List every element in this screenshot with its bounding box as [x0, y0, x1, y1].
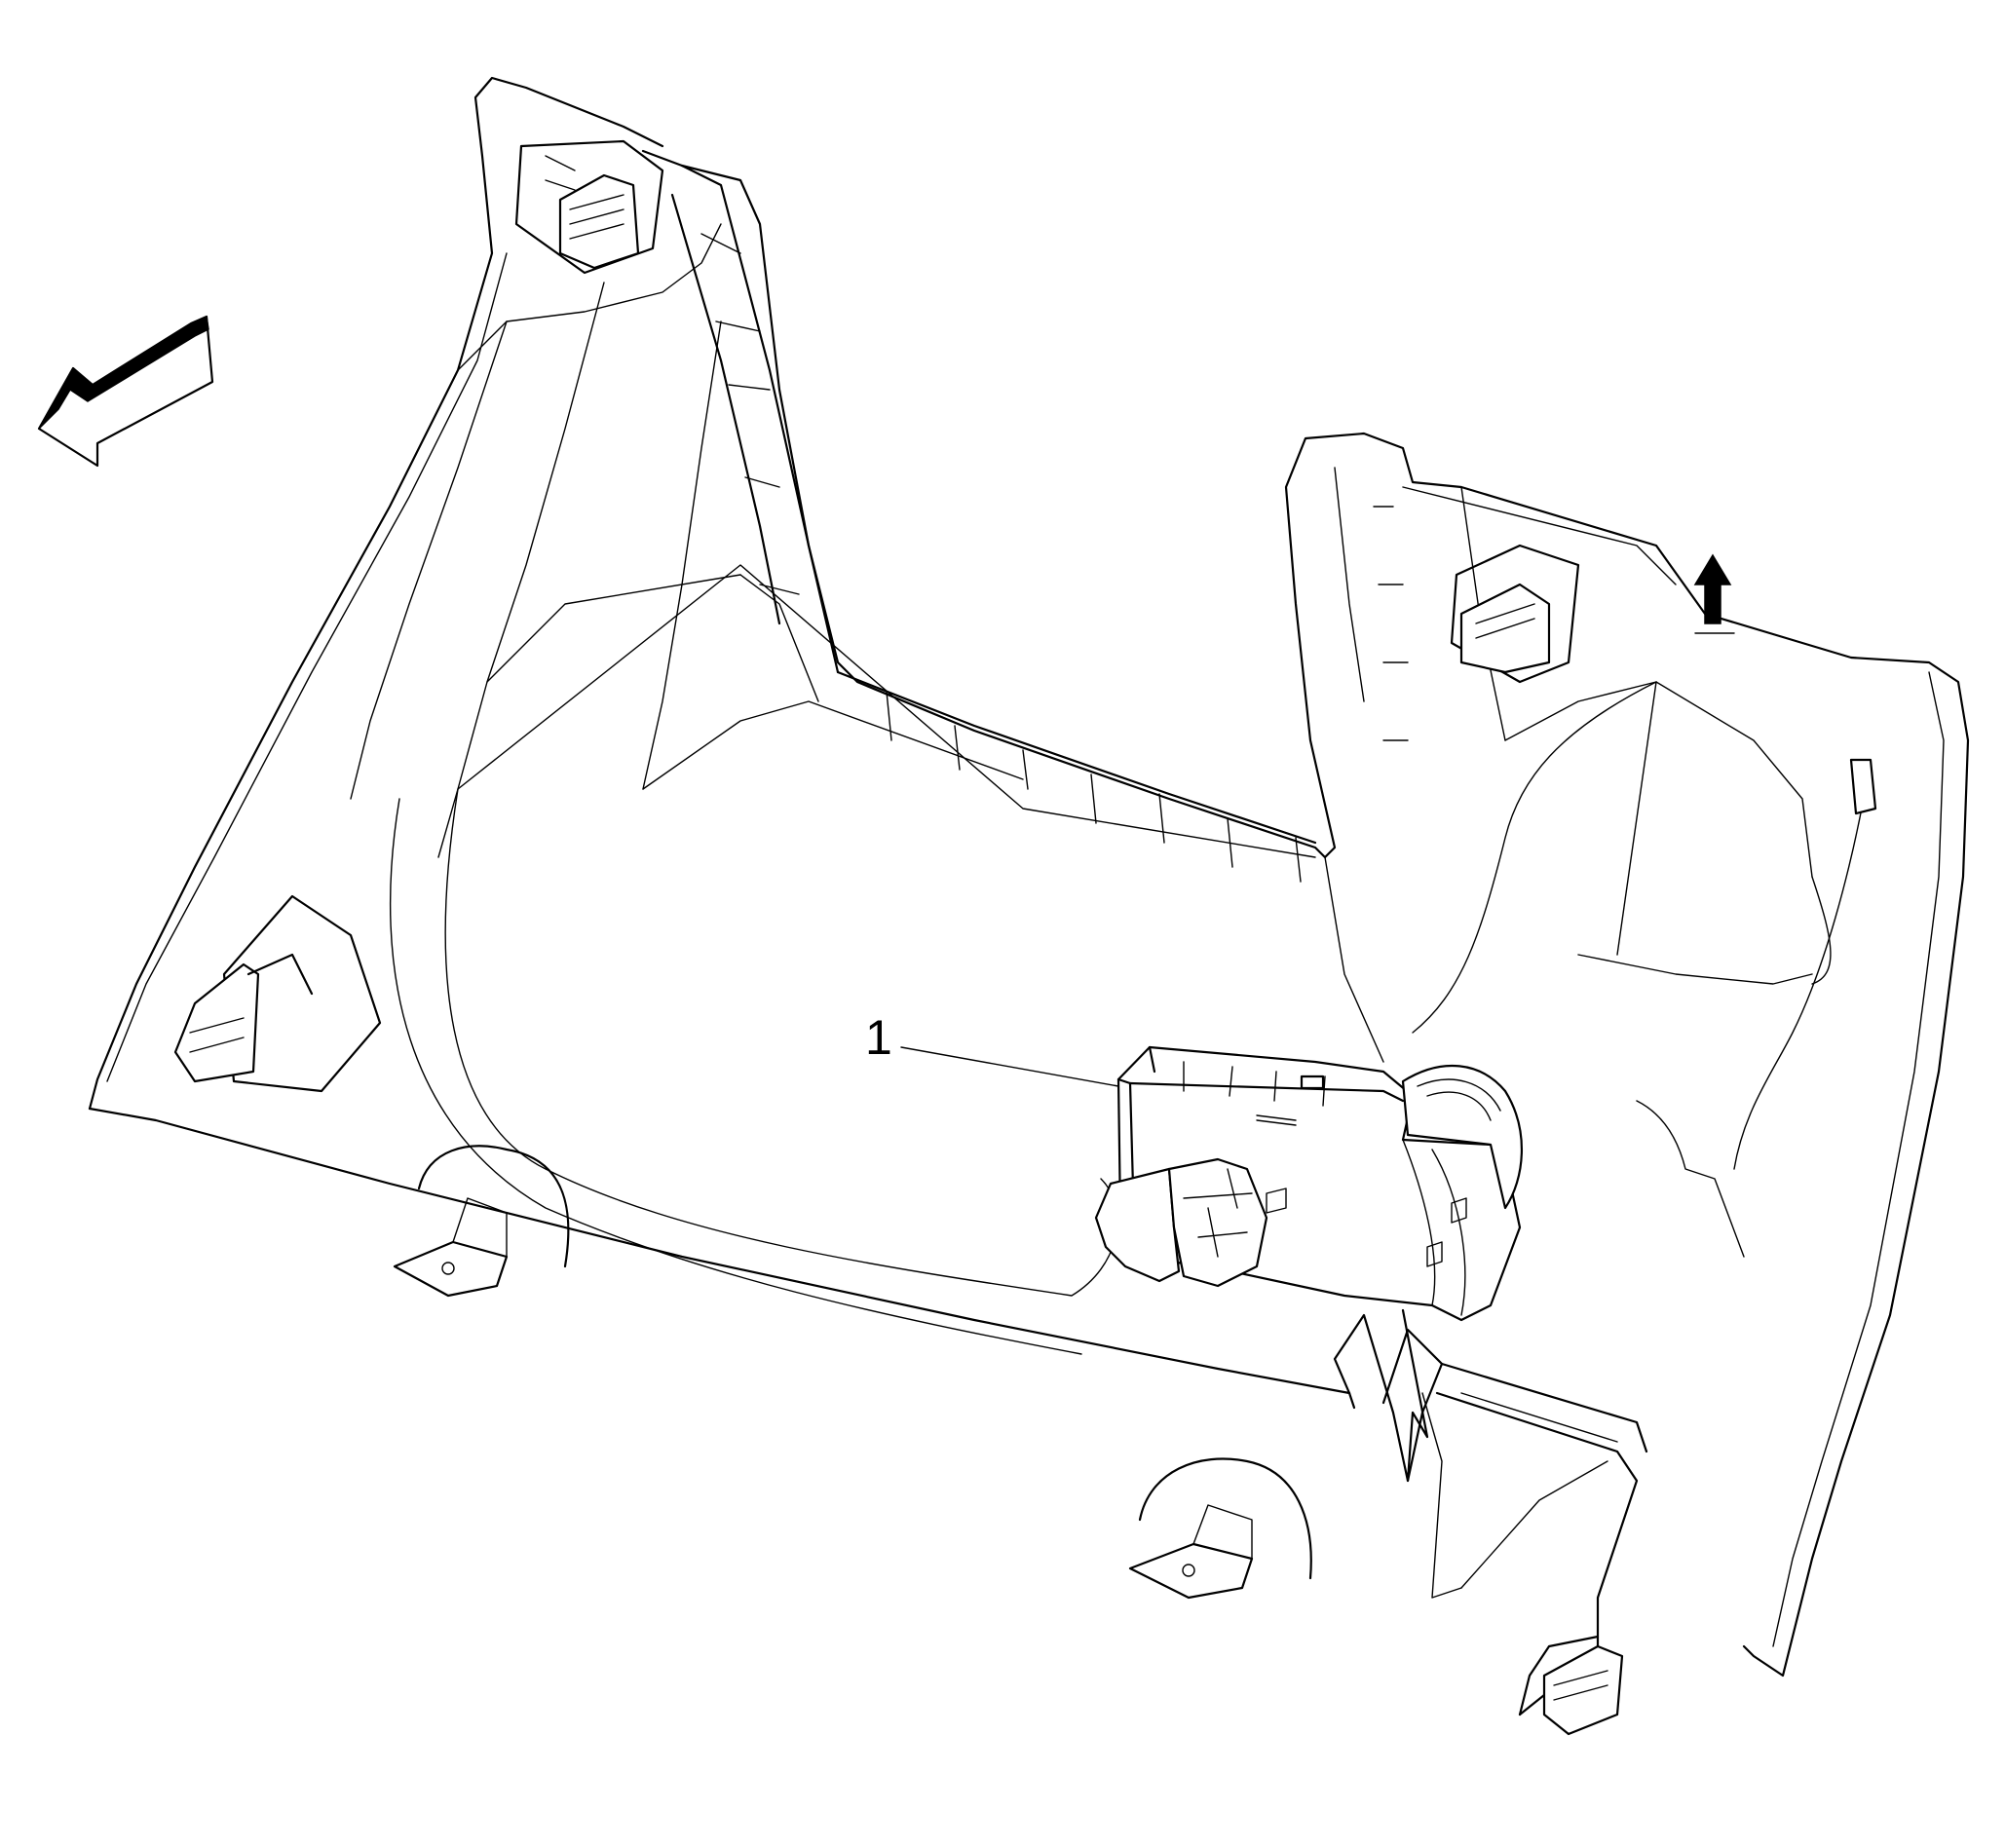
channel-ribs: [670, 164, 1677, 883]
callout-label-1: 1: [865, 1010, 892, 1065]
switch-module: [1094, 1045, 1523, 1322]
trim-panel-outline: [88, 76, 1970, 1678]
clip-left: [173, 894, 382, 1093]
mounting-tab-right: [1128, 1457, 1312, 1600]
panel-contours: [350, 223, 1872, 1599]
direction-arrow-icon: [37, 315, 214, 468]
mounting-tab-left: [393, 1145, 570, 1298]
clip-upper-right: [1450, 544, 1580, 684]
clip-lower-right: [1542, 758, 1877, 1736]
clip-upper-left: [514, 139, 664, 275]
pull-up-arrow-icon: [1693, 553, 1735, 634]
callout-leader-1: [900, 1046, 1119, 1087]
